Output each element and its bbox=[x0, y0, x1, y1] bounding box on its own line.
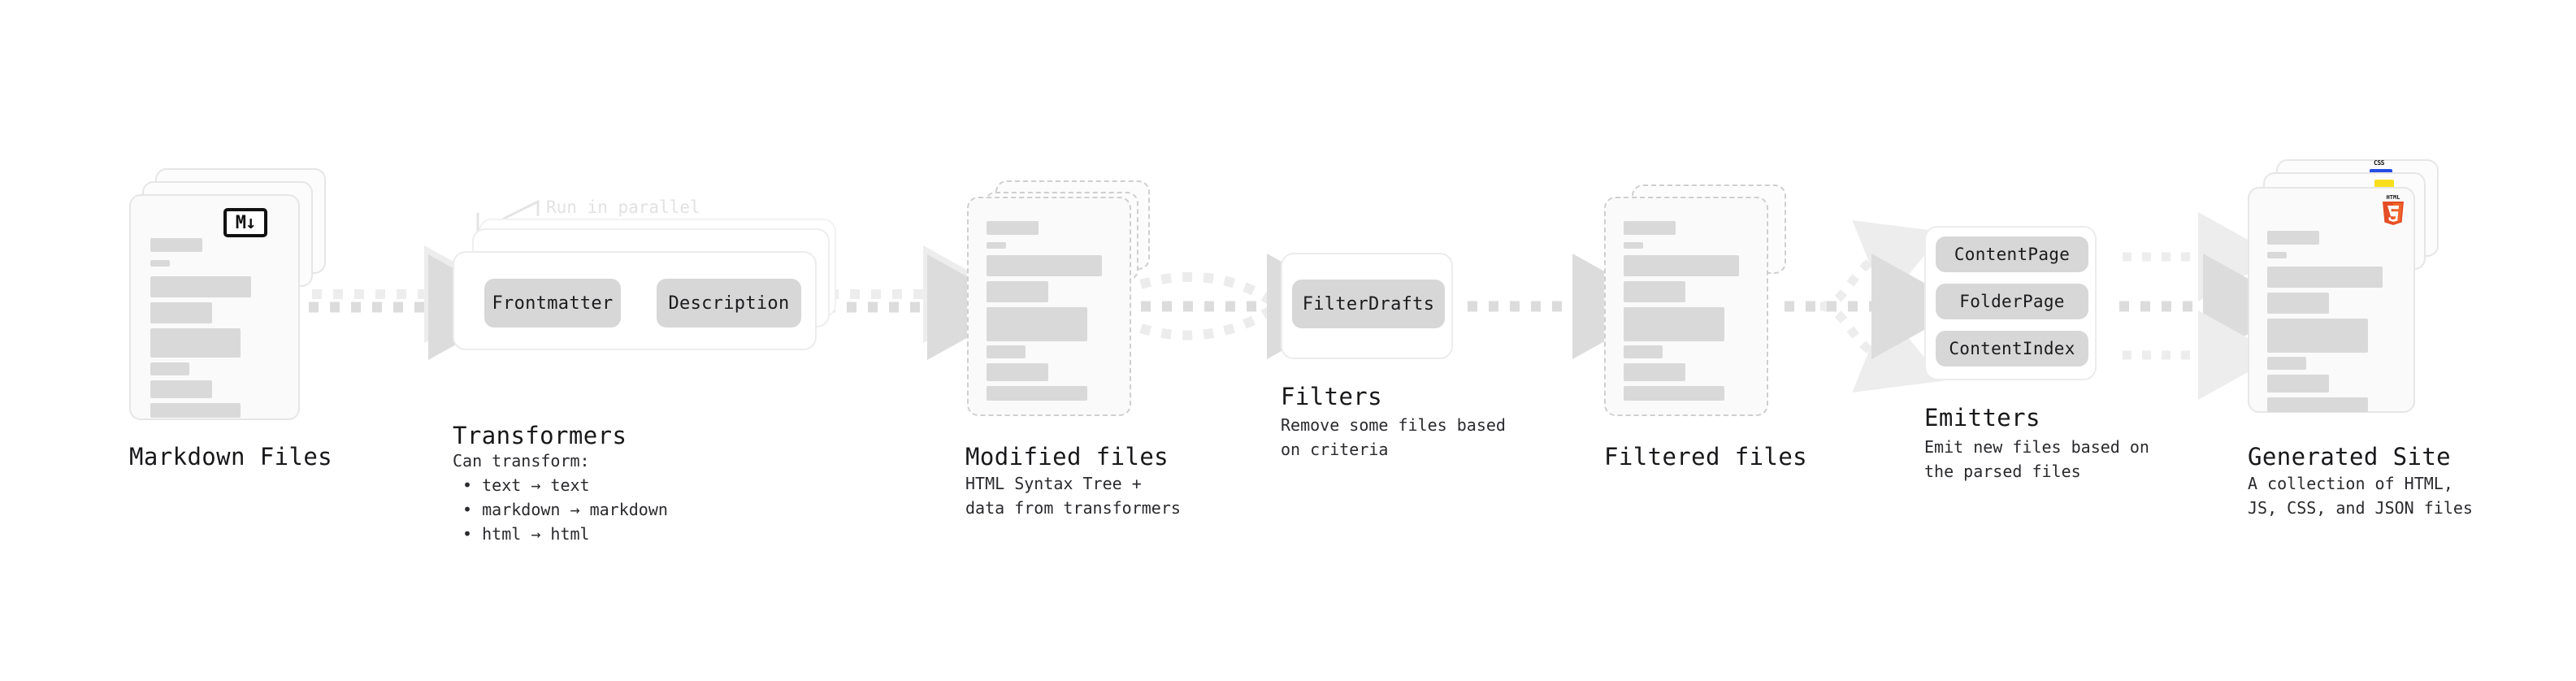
stage-title-modified-files: Modified files bbox=[965, 443, 1169, 471]
skeleton-subtitle bbox=[150, 260, 170, 267]
filtered-card-front[interactable] bbox=[1604, 197, 1768, 416]
markdown-badge-front: M↓ bbox=[223, 208, 267, 237]
arrow-filtered-to-emitters bbox=[1785, 220, 1967, 393]
skeleton-title bbox=[1624, 221, 1676, 235]
stage-title-markdown-files: Markdown Files bbox=[129, 443, 333, 471]
skeleton-line bbox=[1624, 363, 1685, 381]
css-badge-label: CSS bbox=[2374, 159, 2384, 167]
skeleton-line bbox=[2267, 357, 2306, 370]
skeleton-line bbox=[987, 307, 1087, 341]
generated-card-front[interactable] bbox=[2248, 187, 2415, 413]
skeleton-line bbox=[2267, 319, 2368, 353]
skeleton-line bbox=[2267, 375, 2329, 393]
transformer-node-description[interactable]: Description bbox=[657, 279, 801, 327]
skeleton-title bbox=[150, 238, 202, 252]
arrow-transformers-to-modified bbox=[826, 245, 1022, 360]
skeleton-line bbox=[1624, 281, 1685, 302]
skeleton-title bbox=[2267, 231, 2319, 245]
emitter-node-contentindex[interactable]: ContentIndex bbox=[1936, 331, 2088, 367]
skeleton-line bbox=[1624, 307, 1724, 341]
skeleton-line bbox=[2267, 397, 2368, 412]
emitter-node-folderpage[interactable]: FolderPage bbox=[1936, 284, 2088, 319]
skeleton-title bbox=[987, 221, 1039, 235]
stage-title-filters: Filters bbox=[1281, 383, 1383, 410]
run-in-parallel-label: Run in parallel bbox=[546, 197, 700, 217]
skeleton-line bbox=[2267, 293, 2329, 314]
skeleton-line bbox=[150, 403, 241, 418]
skeleton-subtitle bbox=[1624, 242, 1643, 249]
skeleton-line bbox=[987, 386, 1087, 401]
stage-title-emitters: Emitters bbox=[1924, 404, 2040, 432]
modified-card-front[interactable] bbox=[967, 197, 1131, 416]
stage-caption-filters: Remove some files based on criteria bbox=[1281, 415, 1506, 459]
skeleton-line bbox=[1624, 386, 1724, 401]
markdown-card-front[interactable] bbox=[129, 194, 300, 420]
stage-title-generated-site: Generated Site bbox=[2248, 443, 2452, 471]
filter-node-filterdrafts[interactable]: FilterDrafts bbox=[1292, 280, 1445, 328]
arrow-emitters-to-generated bbox=[2119, 212, 2298, 400]
skeleton-line bbox=[150, 380, 212, 398]
stage-caption-emitters: Emit new files based on the parsed files bbox=[1924, 437, 2149, 481]
stage-caption-modified-files: HTML Syntax Tree + data from transformer… bbox=[965, 474, 1181, 518]
skeleton-line bbox=[150, 362, 189, 375]
skeleton-subtitle bbox=[2267, 252, 2287, 258]
stage-caption-generated-site: A collection of HTML, JS, CSS, and JSON … bbox=[2248, 474, 2473, 518]
skeleton-line bbox=[987, 345, 1026, 358]
skeleton-line bbox=[987, 363, 1048, 381]
transformer-node-frontmatter[interactable]: Frontmatter bbox=[484, 279, 621, 327]
arrow-markdown-to-transformers bbox=[309, 245, 523, 360]
stage-title-filtered-files: Filtered files bbox=[1604, 443, 1808, 471]
emitter-node-contentpage[interactable]: ContentPage bbox=[1936, 236, 2088, 272]
css-badge bbox=[2370, 169, 2392, 174]
skeleton-line bbox=[150, 302, 212, 323]
skeleton-line bbox=[1624, 345, 1663, 358]
stage-caption-transformers: Can transform: • text → text • markdown … bbox=[453, 451, 668, 544]
skeleton-line bbox=[987, 281, 1048, 302]
skeleton-line bbox=[150, 276, 251, 297]
skeleton-line bbox=[2267, 267, 2383, 288]
skeleton-line bbox=[987, 255, 1102, 276]
html5-icon: HTML bbox=[2383, 194, 2404, 225]
svg-text:HTML: HTML bbox=[2387, 194, 2400, 201]
arrow-modified-to-filters bbox=[1139, 254, 1362, 359]
stage-title-transformers: Transformers bbox=[453, 422, 627, 449]
skeleton-subtitle bbox=[987, 242, 1006, 249]
skeleton-line bbox=[1624, 255, 1739, 276]
skeleton-line bbox=[150, 328, 241, 358]
